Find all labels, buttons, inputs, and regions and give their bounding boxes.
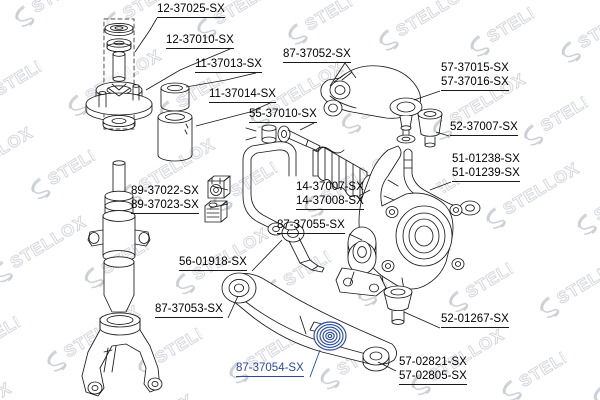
part-stabilizer-bushings <box>204 175 231 223</box>
part-label-57-02805-sx: 57-02805-SX <box>399 370 467 385</box>
part-inner-tie-rod <box>245 124 321 152</box>
part-label-51-01238-sx: 51-01238-SX <box>452 153 520 165</box>
part-upper-control-arm <box>320 65 423 119</box>
part-strut-mount-bearing <box>104 22 134 82</box>
part-small-bracket <box>335 267 387 297</box>
part-label-51-01239-sx: 51-01239-SX <box>452 167 520 182</box>
part-label-56-01918-sx: 56-01918-SX <box>179 256 247 271</box>
part-label-87-37052-sx: 87-37052-SX <box>283 48 351 63</box>
part-label-14-37007-sx: 14-37007-SX <box>296 181 364 193</box>
part-strut-assembly <box>87 160 151 313</box>
part-stabilizer-bar <box>242 141 297 236</box>
part-label-89-37023-sx: 89-37023-SX <box>131 199 199 214</box>
part-upper-ball-joint <box>396 115 416 144</box>
part-label-89-37022-sx: 89-37022-SX <box>131 185 199 197</box>
part-label-12-37010-sx: 12-37010-SX <box>166 34 234 49</box>
part-knuckle-bracket <box>81 312 163 397</box>
part-highlighted-bushing <box>313 321 347 351</box>
part-label-57-37015-sx: 57-37015-SX <box>441 62 509 74</box>
part-dust-boot <box>157 110 193 162</box>
part-label-55-37010-sx: 55-37010-SX <box>249 108 317 123</box>
part-label-52-01267-sx: 52-01267-SX <box>441 313 509 328</box>
part-label-87-37053-sx: 87-37053-SX <box>155 303 223 318</box>
part-label-12-37025-sx: 12-37025-SX <box>157 3 225 18</box>
part-label-87-37055-sx: 87-37055-SX <box>277 219 345 234</box>
part-ball-joint-free <box>417 108 443 148</box>
leader-line-highlight <box>309 349 321 378</box>
part-label-14-37008-sx: 14-37008-SX <box>296 195 364 210</box>
part-label-11-37014-sx: 11-37014-SX <box>209 88 276 103</box>
part-label-11-37013-sx: 11-37013-SX <box>195 58 262 73</box>
part-label-57-37016-sx: 57-37016-SX <box>441 76 509 91</box>
leader-lines <box>134 17 452 372</box>
part-lower-ball-joint <box>383 285 413 325</box>
part-label-57-02821-sx: 57-02821-SX <box>399 356 467 368</box>
part-control-arm-bushing-rear <box>347 226 377 275</box>
part-strut-mount <box>85 81 153 132</box>
part-label-52-37007-sx: 52-37007-SX <box>450 121 518 136</box>
part-label-87-37054-sx[interactable]: 87-37054-SX <box>236 362 304 377</box>
part-bump-stop <box>160 82 190 112</box>
part-lower-control-arm <box>221 272 397 372</box>
